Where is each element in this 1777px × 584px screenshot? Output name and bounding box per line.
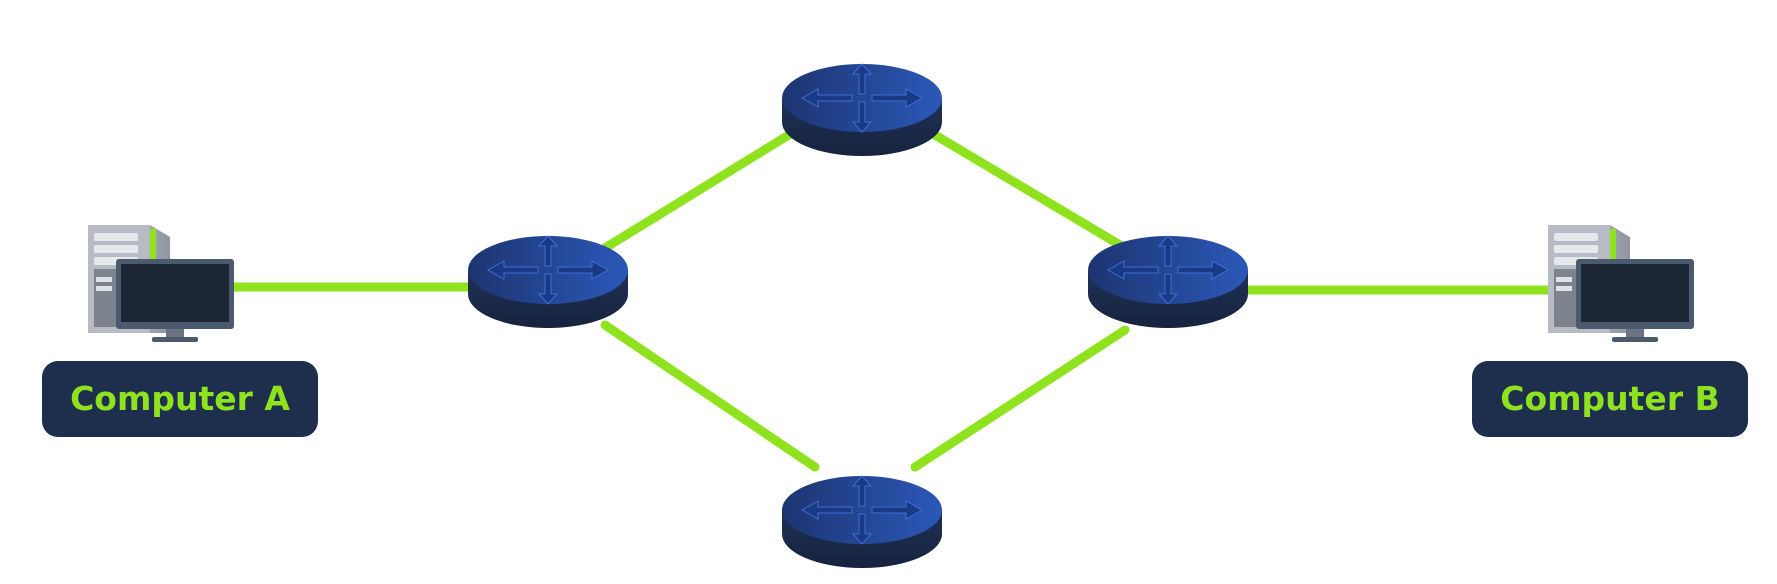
computer-a-label: Computer A xyxy=(42,361,318,437)
computer-b-label-text: Computer B xyxy=(1500,379,1719,418)
router-top-icon xyxy=(782,64,942,156)
computer-a-label-text: Computer A xyxy=(70,379,290,418)
router-right-icon xyxy=(1088,236,1248,328)
links xyxy=(220,128,1560,467)
router-bottom-icon xyxy=(782,476,942,568)
link-router-left-router-bottom xyxy=(605,325,815,467)
computer-a-icon xyxy=(88,225,234,342)
link-router-bottom-router-right xyxy=(915,330,1125,467)
link-router-left-router-top xyxy=(605,128,800,248)
link-router-top-router-right xyxy=(930,132,1125,248)
router-left-icon xyxy=(468,236,628,328)
computer-b-label: Computer B xyxy=(1472,361,1748,437)
computer-b-icon xyxy=(1548,225,1694,342)
